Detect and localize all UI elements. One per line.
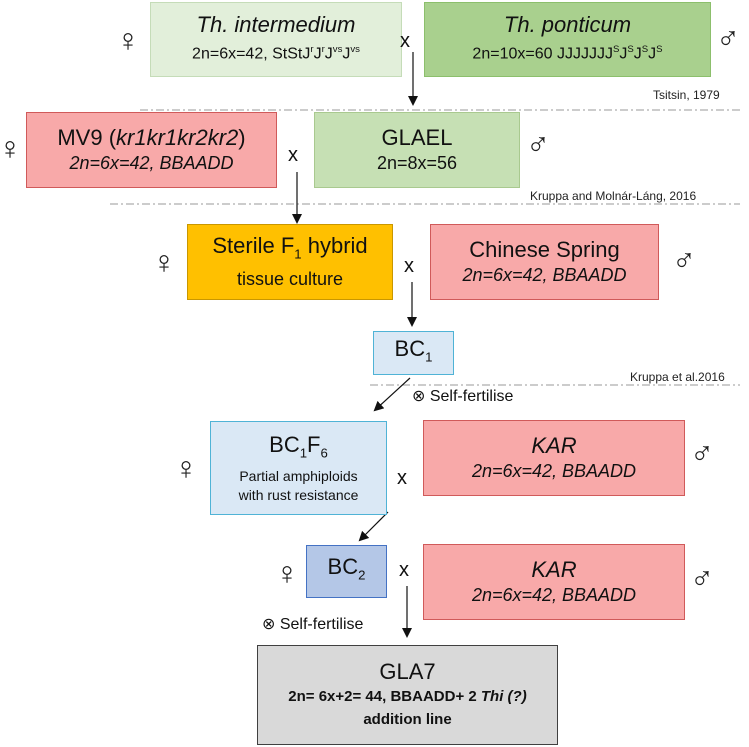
gla7-desc: addition line <box>363 711 452 728</box>
kar-formula-2: 2n=6x=42, BBAADD <box>471 585 637 605</box>
female-symbol: ♀ <box>152 244 176 280</box>
chinese-spring-name: Chinese Spring <box>469 237 620 262</box>
male-symbol: ♂ <box>690 435 714 471</box>
chinese-spring-box: Chinese Spring 2n=6x=42, BBAADD <box>430 224 659 300</box>
bc2-box: BC2 <box>306 545 387 598</box>
bc1f6-desc2: with rust resistance <box>238 487 359 504</box>
self-fertilise-icon: ⊗ <box>412 388 426 405</box>
gla7-box: GLA7 2n= 6x+2= 44, BBAADD+ 2 Thi (?) add… <box>257 645 558 745</box>
citation-kruppa-2016: Kruppa et al.2016 <box>630 370 725 384</box>
mv9-formula: 2n=6x=42, BBAADD <box>69 153 234 173</box>
male-symbol: ♂ <box>526 126 550 162</box>
arrow-row4-diag <box>358 511 389 542</box>
female-symbol: ♀ <box>174 450 198 486</box>
bc1-label: BC1 <box>394 335 433 365</box>
arrow-bc1-diag <box>373 377 411 412</box>
kar-box-1: KAR 2n=6x=42, BBAADD <box>423 420 685 496</box>
cross-symbol: x <box>404 255 414 277</box>
gla7-formula: 2n= 6x+2= 44, BBAADD+ 2 Thi (?) <box>288 688 527 705</box>
bc2-label: BC2 <box>327 554 366 583</box>
th-ponticum-formula: 2n=10x=60 JJJJJJJSJSJSJS <box>472 44 663 63</box>
male-symbol: ♂ <box>690 560 714 596</box>
self-fertilise-label: ⊗ Self-fertilise <box>262 616 364 633</box>
bc1-box: BC1 <box>373 331 454 375</box>
glael-box: GLAEL 2n=8x=56 <box>314 112 520 188</box>
sterile-f1-line1: Sterile F1 hybrid <box>212 232 368 262</box>
glael-name: GLAEL <box>381 125 453 150</box>
gla7-name: GLA7 <box>379 659 436 684</box>
th-ponticum-box: Th. ponticum 2n=10x=60 JJJJJJJSJSJSJS <box>424 2 711 77</box>
bc1f6-box: BC1F6 Partial amphiploids with rust resi… <box>210 421 387 515</box>
female-symbol: ♀ <box>275 555 299 591</box>
th-intermedium-formula: 2n=6x=42, StStJrJrJvsJvs <box>192 44 360 63</box>
kar-name-2: KAR <box>531 557 577 582</box>
mv9-box: MV9 (kr1kr1kr2kr2) 2n=6x=42, BBAADD <box>26 112 277 188</box>
glael-formula: 2n=8x=56 <box>376 153 458 173</box>
cross-symbol: x <box>288 144 298 166</box>
mv9-name: MV9 (kr1kr1kr2kr2) <box>57 125 246 150</box>
kar-name-1: KAR <box>531 433 577 458</box>
sterile-f1-box: Sterile F1 hybrid tissue culture <box>187 224 393 300</box>
self-fertilise-label: ⊗ Self-fertilise <box>412 388 514 405</box>
male-symbol: ♂ <box>672 242 696 278</box>
th-intermedium-box: Th. intermedium 2n=6x=42, StStJrJrJvsJvs <box>150 2 402 77</box>
th-ponticum-name: Th. ponticum <box>503 12 632 38</box>
bc1f6-desc1: Partial amphiploids <box>239 468 358 485</box>
kar-formula-1: 2n=6x=42, BBAADD <box>471 461 637 481</box>
female-symbol: ♀ <box>0 130 22 166</box>
kar-box-2: KAR 2n=6x=42, BBAADD <box>423 544 685 620</box>
th-intermedium-name: Th. intermedium <box>196 12 356 38</box>
chinese-spring-formula: 2n=6x=42, BBAADD <box>462 265 627 285</box>
cross-symbol: x <box>399 559 409 581</box>
bc1f6-label: BC1F6 <box>269 431 328 461</box>
citation-tsitsin: Tsitsin, 1979 <box>653 88 720 102</box>
male-symbol: ♂ <box>716 20 740 56</box>
cross-symbol: x <box>400 30 410 52</box>
cross-symbol: x <box>397 467 407 489</box>
female-symbol: ♀ <box>116 22 140 58</box>
citation-kruppa-molnar: Kruppa and Molnár-Láng, 2016 <box>530 189 697 203</box>
sterile-f1-line2: tissue culture <box>236 269 344 290</box>
self-fertilise-icon: ⊗ <box>262 616 276 633</box>
